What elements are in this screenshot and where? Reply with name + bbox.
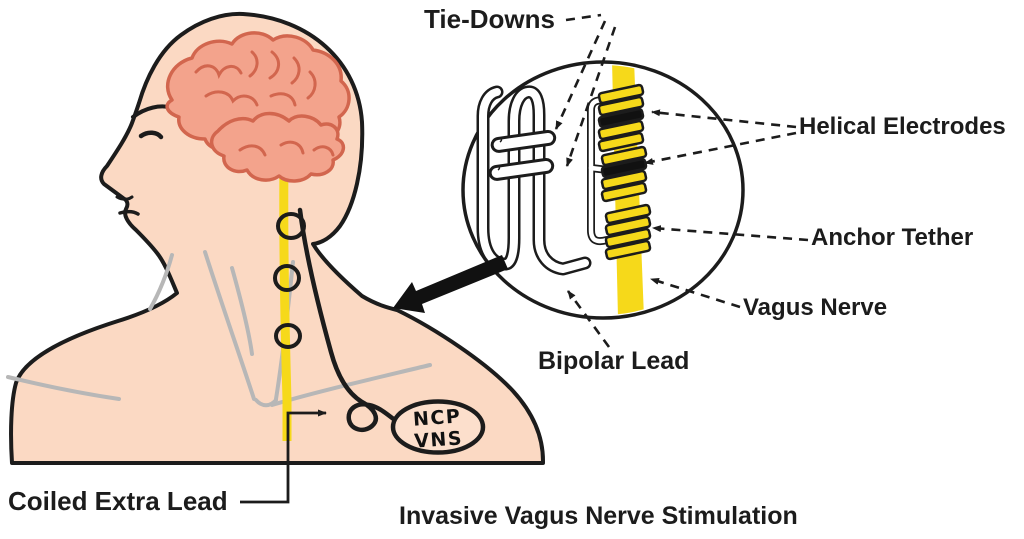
magnifier-arrow bbox=[393, 255, 508, 313]
coil-2 bbox=[273, 264, 301, 292]
coiled-lead-leader bbox=[240, 409, 327, 504]
label-bipolar-lead: Bipolar Lead bbox=[538, 347, 690, 375]
bipolar-leader bbox=[566, 290, 611, 348]
lead-wire bbox=[297, 207, 403, 433]
mouth bbox=[118, 209, 140, 216]
magnified-inset bbox=[461, 60, 745, 320]
generator-label-line2: VNS bbox=[414, 427, 464, 452]
helical-electrode-upper bbox=[597, 83, 645, 153]
label-tie-downs: Tie-Downs bbox=[424, 4, 555, 34]
anchor-leader bbox=[652, 225, 809, 242]
tie-down-tabs bbox=[488, 129, 557, 181]
tie-down-tab-1 bbox=[490, 129, 557, 153]
helical-leader-2 bbox=[644, 131, 797, 165]
tie-downs-leader-2 bbox=[565, 26, 617, 167]
head-and-torso-outline bbox=[9, 11, 545, 465]
helical-leader-1 bbox=[651, 109, 797, 129]
patient-figure: NCP VNS bbox=[6, 11, 545, 465]
label-helical-electrodes: Helical Electrodes bbox=[799, 113, 1006, 140]
label-anchor-tether: Anchor Tether bbox=[811, 224, 974, 251]
lead-body-bracket bbox=[587, 96, 612, 246]
anchor-tether-coil bbox=[604, 203, 652, 261]
eye bbox=[138, 130, 164, 140]
figure-caption: Invasive Vagus Nerve Stimulation bbox=[399, 502, 798, 530]
label-coiled-extra-lead: Coiled Extra Lead bbox=[8, 486, 228, 516]
tie-downs-leader-top bbox=[565, 13, 602, 22]
tie-down-tab-2 bbox=[488, 157, 555, 181]
coil-1 bbox=[276, 212, 306, 240]
annotation-lines bbox=[554, 13, 809, 348]
coil-3 bbox=[274, 323, 302, 349]
vagus-nerve-neck-line bbox=[279, 162, 292, 441]
label-vagus-nerve: Vagus Nerve bbox=[743, 294, 888, 321]
brain bbox=[165, 31, 351, 183]
nostril bbox=[115, 195, 134, 201]
generator-label-line1: NCP bbox=[412, 405, 462, 430]
pulse-generator: NCP VNS bbox=[390, 399, 486, 455]
brain-gyri bbox=[194, 50, 335, 157]
bipolar-lead-tube bbox=[476, 85, 592, 276]
lead-slack-coils bbox=[273, 212, 306, 349]
tie-downs-leader-1 bbox=[554, 20, 607, 130]
helical-electrode-lower bbox=[600, 145, 648, 203]
